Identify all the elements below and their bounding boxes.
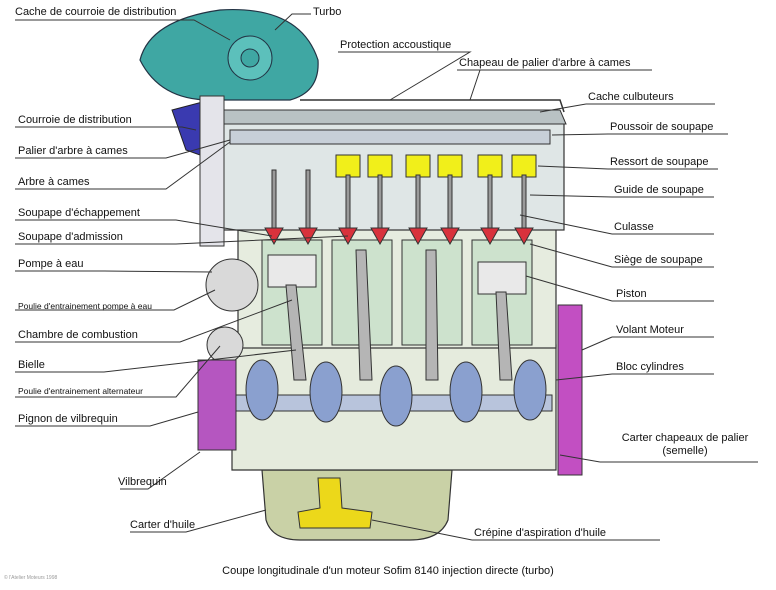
label-water-pump: Pompe à eau bbox=[18, 258, 84, 270]
label-acoustic-protection: Protection accoustique bbox=[340, 39, 452, 51]
connecting-rods bbox=[285, 249, 513, 381]
label-flywheel: Volant Moteur bbox=[616, 324, 684, 336]
label-camshaft: Arbre à cames bbox=[18, 176, 90, 188]
label-bearing-cap-housing-line1: Carter chapeaux de palier bbox=[621, 432, 749, 444]
label-rocker-cover: Cache culbuteurs bbox=[588, 91, 674, 103]
oil-pickup bbox=[297, 477, 373, 529]
piston-4 bbox=[477, 261, 527, 295]
figure-caption: Coupe longitudinale d'un moteur Sofim 81… bbox=[222, 565, 554, 577]
piston-1 bbox=[267, 254, 317, 288]
timing-cover bbox=[199, 95, 225, 247]
label-bearing-cap-housing: Carter chapeaux de palier (semelle) bbox=[610, 432, 760, 458]
engine-illustration bbox=[139, 8, 583, 541]
label-oil-sump: Carter d'huile bbox=[130, 519, 196, 531]
alternator-pulley bbox=[206, 326, 244, 364]
crank-pulley bbox=[197, 359, 237, 451]
label-camshaft-bearing: Palier d'arbre à cames bbox=[18, 145, 128, 157]
label-oil-pickup: Crépine d'aspiration d'huile bbox=[474, 527, 607, 539]
label-valve-guide: Guide de soupape bbox=[614, 184, 704, 196]
camshaft bbox=[229, 129, 551, 145]
label-bearing-cap-housing-line2: (semelle) bbox=[662, 445, 708, 457]
label-crankshaft: Vilbrequin bbox=[118, 476, 167, 488]
label-cylinder-head: Culasse bbox=[614, 221, 654, 233]
flywheel bbox=[557, 304, 583, 476]
label-timing-belt: Courroie de distribution bbox=[18, 114, 132, 126]
label-valve-spring: Ressort de soupape bbox=[610, 156, 709, 168]
valves bbox=[264, 169, 534, 246]
credit-text: © l'Atelier Moteurs 1998 bbox=[4, 575, 58, 581]
label-turbo: Turbo bbox=[313, 6, 342, 18]
turbocharger bbox=[139, 8, 319, 101]
label-alternator-pulley: Poulie d'entrainement alternateur bbox=[18, 386, 143, 396]
label-cylinder-block: Bloc cylindres bbox=[616, 361, 684, 373]
valve-cover bbox=[209, 109, 567, 125]
label-intake-valve: Soupape d'admission bbox=[18, 231, 123, 243]
leader-lines bbox=[15, 13, 758, 541]
label-valve-tappet: Poussoir de soupape bbox=[610, 121, 714, 133]
oil-sump bbox=[261, 469, 453, 541]
valve-springs bbox=[335, 154, 537, 178]
crankshaft bbox=[235, 359, 553, 427]
label-piston: Piston bbox=[616, 288, 647, 300]
label-exhaust-valve: Soupape d'échappement bbox=[18, 207, 140, 219]
water-pump-pulley bbox=[205, 258, 259, 312]
label-timing-belt-cover: Cache de courroie de distribution bbox=[15, 6, 177, 18]
label-combustion-chamber: Chambre de combustion bbox=[18, 329, 138, 341]
label-camshaft-bearing-cap: Chapeau de palier d'arbre à cames bbox=[459, 57, 631, 69]
label-water-pump-pulley: Poulie d'entrainement pompe à eau bbox=[18, 301, 152, 311]
label-connecting-rod: Bielle bbox=[18, 359, 45, 371]
label-crankshaft-gear: Pignon de vilbrequin bbox=[18, 413, 118, 425]
label-valve-seat: Siège de soupape bbox=[614, 254, 703, 266]
